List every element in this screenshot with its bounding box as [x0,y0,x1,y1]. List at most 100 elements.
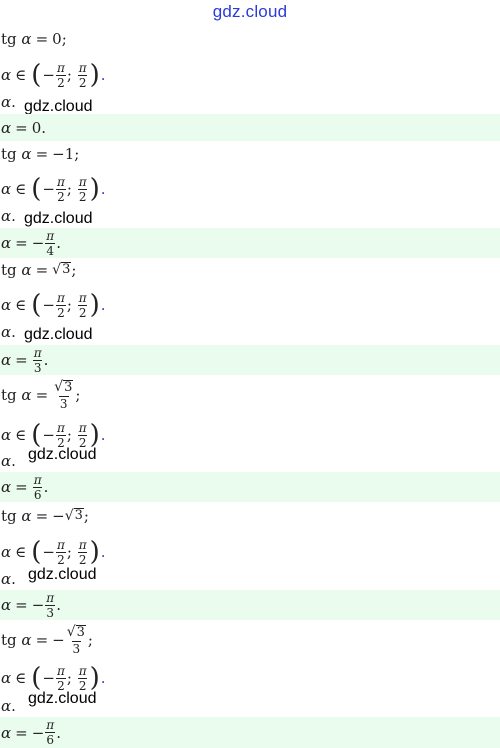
alpha: α [1,323,12,341]
den: 2 [56,74,66,90]
minus: − [52,145,65,163]
num: π [56,420,65,435]
alpha: α [1,351,12,369]
minus: − [31,596,45,614]
watermark: gdz.cloud [24,98,93,115]
value: 0 [52,30,62,48]
eq: = [15,118,28,137]
tg-fn: tg [1,386,17,404]
period: . [100,296,106,314]
radical: √ [64,508,74,524]
alpha: α [1,570,12,588]
alpha: α [1,596,12,614]
den: 2 [77,434,88,450]
den: 3 [32,359,43,375]
period: . [11,570,16,588]
minus: − [42,180,55,198]
radicand: 3 [63,380,74,396]
den: 2 [56,304,66,320]
num: π [78,420,87,435]
minus: − [31,234,45,252]
lparen: ( [31,60,42,90]
den: 2 [77,677,88,693]
num: π [56,60,65,75]
value: 0 [31,118,42,137]
den: 3 [58,395,69,411]
eq: = [15,478,28,496]
eq: = [35,30,49,48]
period: . [100,426,106,444]
minus: − [42,543,55,561]
in: ∈ [15,426,27,444]
sep: ; [71,261,77,279]
eq: = [15,723,28,742]
sep: ; [75,386,81,404]
in: ∈ [15,669,27,687]
alpha: α [21,507,32,525]
radicand: 3 [73,508,84,523]
period: . [11,697,16,715]
alpha: α [21,386,32,404]
den: 2 [56,551,66,567]
alpha: α [21,631,32,649]
den: 2 [77,551,88,567]
num: π [56,174,65,189]
sep: ; [83,507,89,525]
alpha: α [1,543,12,561]
sqrt: √3 [54,380,74,396]
period: . [11,93,16,111]
equation-row: tg α = −1; [0,143,500,165]
minus: − [52,507,65,525]
alpha: α [1,234,12,252]
den: 2 [56,188,66,204]
minus: − [52,631,65,649]
den: 2 [56,434,66,450]
alpha: α [1,452,12,470]
alpha-row: α. [0,93,500,111]
eq: = [15,351,28,369]
den: 2 [77,74,88,90]
alpha-row: α. [0,570,500,588]
lparen: ( [31,420,42,450]
num: π [78,290,87,305]
sep: ; [87,631,93,649]
tg-fn: tg [1,30,17,48]
alpha-row: α. [0,207,500,225]
rparen: ) [89,60,100,90]
in: ∈ [15,66,27,84]
alpha: α [21,261,32,279]
alpha: α [21,30,32,48]
alpha: α [1,669,12,687]
sqrt: √3 [65,508,84,524]
alpha: α [1,66,12,84]
sep: ; [66,426,72,444]
sqrt: √3 [52,262,72,278]
lparen: ( [31,537,42,567]
alpha-row: α. [0,323,500,341]
den: 6 [32,486,43,502]
rparen: ) [89,537,100,567]
period: . [43,478,49,496]
den: 2 [56,677,66,693]
sep: ; [66,180,72,198]
period: . [100,543,106,561]
watermark-top: gdz.cloud [212,2,288,21]
equation-row: tg α = −√3; [0,505,500,527]
